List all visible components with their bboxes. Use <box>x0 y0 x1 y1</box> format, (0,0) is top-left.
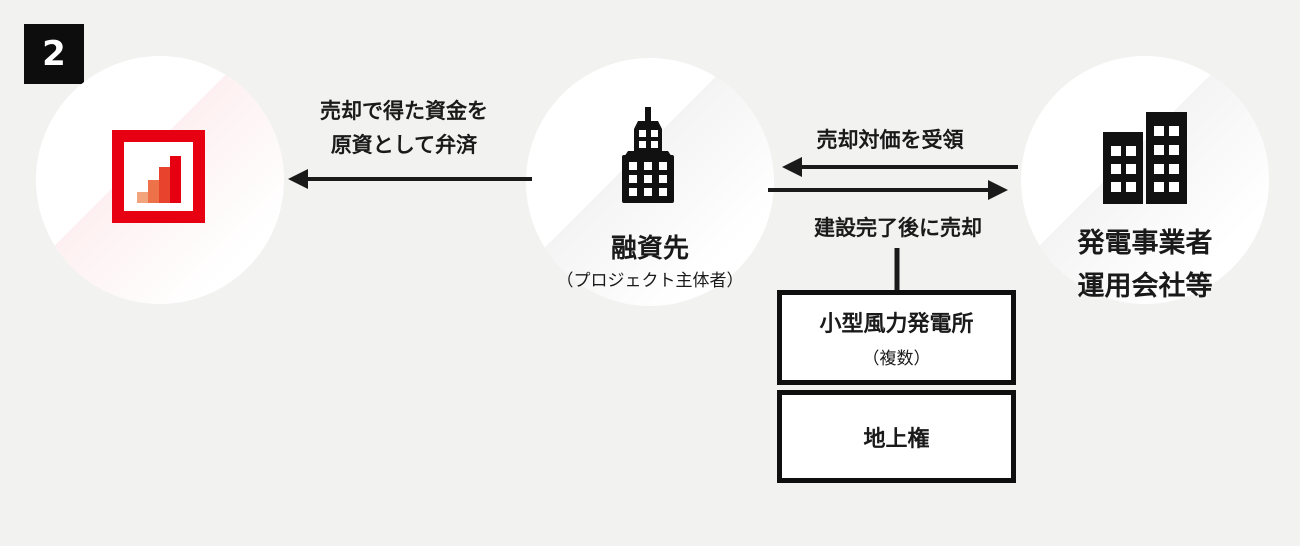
repayment-label: 売却で得た資金を 原資として弁済 <box>320 99 488 157</box>
windfarm-box: 小型風力発電所 （複数） <box>777 290 1016 385</box>
two-buildings-icon <box>1103 112 1187 204</box>
bank-node <box>36 56 284 304</box>
sale-label: 建設完了後に売却 <box>814 216 982 240</box>
windfarm-note: （複数） <box>862 349 931 369</box>
proceeds-label: 売却対価を受領 <box>816 128 964 152</box>
windfarm-title: 小型風力発電所 <box>819 312 974 337</box>
borrower-name: 融資先 <box>610 234 689 264</box>
repayment-arrow <box>288 169 532 189</box>
operator-longshadow <box>1021 56 1269 304</box>
sale-arrow <box>768 180 1008 200</box>
office-tower-icon <box>622 107 674 203</box>
surface-right-title: 地上権 <box>863 426 930 452</box>
operator-node <box>1021 56 1269 304</box>
bar-chart-icon <box>137 156 181 203</box>
step-number-badge: 2 <box>24 24 84 84</box>
surface-right-box: 地上権 <box>777 390 1016 483</box>
step-number: 2 <box>42 34 66 74</box>
borrower-node <box>526 58 774 306</box>
borrower-role: （プロジェクト主体者） <box>556 271 744 291</box>
bank-logo-icon <box>112 130 205 223</box>
proceeds-arrow <box>782 157 1018 177</box>
operator-name: 発電事業者 運用会社等 <box>1077 228 1213 302</box>
